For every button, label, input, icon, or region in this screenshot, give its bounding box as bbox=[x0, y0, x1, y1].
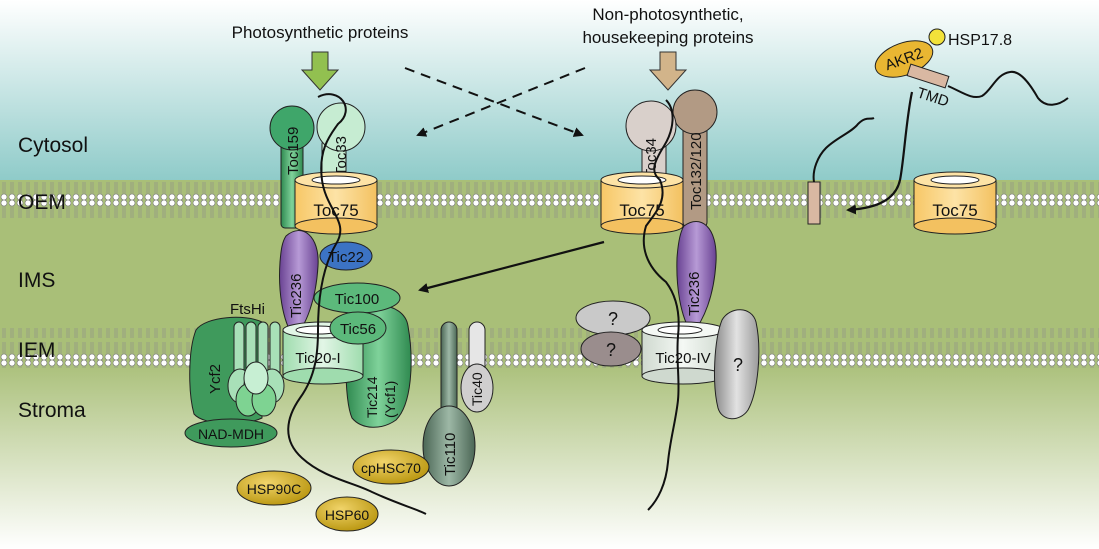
toc159-label: Toc159 bbox=[285, 127, 302, 175]
hsp60: HSP60 bbox=[315, 496, 379, 532]
unknown-1-label: ? bbox=[608, 309, 618, 329]
tic214-label-line1: Tic214 bbox=[364, 376, 380, 418]
label-ims: IMS bbox=[18, 269, 55, 292]
akr2: AKR2 bbox=[874, 40, 934, 78]
heading-nonphoto-line2: housekeeping proteins bbox=[582, 28, 753, 47]
toc75-middle: Toc75 bbox=[600, 171, 684, 235]
inserted-tmd-chain bbox=[812, 117, 875, 183]
inner-envelope-membrane bbox=[0, 328, 1099, 368]
cytosol-region bbox=[0, 0, 1099, 180]
nad-mdh: NAD-MDH bbox=[184, 418, 278, 448]
tic110: Tic110 bbox=[422, 321, 476, 487]
tic22-label: Tic22 bbox=[328, 249, 364, 266]
toc33-label: Toc33 bbox=[333, 136, 350, 176]
label-cytosol: Cytosol bbox=[18, 134, 88, 157]
cphsc70-label: cpHSC70 bbox=[361, 460, 421, 476]
unknown-protein-1: ? bbox=[575, 300, 651, 336]
hsp90c-label: HSP90C bbox=[247, 481, 301, 497]
label-oem: OEM bbox=[18, 191, 66, 214]
hsp178: HSP17.8 bbox=[928, 28, 1012, 49]
left-preprotein-chain bbox=[287, 93, 427, 515]
akr2-tail-chain bbox=[947, 70, 1069, 106]
inserted-tmd bbox=[807, 117, 875, 225]
tic100-label: Tic100 bbox=[335, 291, 379, 308]
unknown-protein-2: ? bbox=[580, 331, 642, 367]
stroma-region bbox=[0, 360, 1099, 549]
cphsc70: cpHSC70 bbox=[352, 449, 430, 485]
tic22: Tic22 bbox=[319, 241, 373, 271]
tan-arrow-icon bbox=[648, 51, 688, 91]
green-arrow-icon bbox=[300, 51, 340, 91]
heading-nonphoto-line1: Non-photosynthetic, bbox=[592, 5, 743, 24]
tic110-label: Tic110 bbox=[442, 433, 459, 476]
dashed-arrow-to-left bbox=[416, 67, 586, 137]
toc75-left: Toc75 bbox=[294, 171, 378, 235]
tic20-iv: Tic20-IV bbox=[641, 321, 725, 385]
toc75-left-label: Toc75 bbox=[313, 201, 358, 220]
hsp178-label: HSP17.8 bbox=[948, 32, 1012, 49]
hsp60-label: HSP60 bbox=[325, 507, 370, 523]
unknown-3-label: ? bbox=[733, 355, 743, 375]
unknown-2-label: ? bbox=[606, 340, 616, 360]
tic56-label: Tic56 bbox=[340, 321, 376, 338]
tic20-i-label: Tic20-I bbox=[295, 350, 340, 367]
tic236-left-label: Tic236 bbox=[288, 274, 305, 318]
toc34-label: Toc34 bbox=[643, 138, 660, 178]
tic20-iv-label: Tic20-IV bbox=[655, 350, 710, 367]
middle-preprotein-chain bbox=[642, 99, 680, 511]
dashed-arrow-to-right bbox=[404, 67, 584, 137]
toc75-right-label: Toc75 bbox=[932, 201, 977, 220]
label-stroma: Stroma bbox=[18, 399, 86, 422]
ftshi-label: FtsHi bbox=[230, 301, 265, 318]
arrow-to-left-tic bbox=[418, 240, 605, 293]
tic40: Tic40 bbox=[460, 321, 494, 413]
unknown-protein-3: ? bbox=[714, 309, 760, 420]
tic236-middle-label: Tic236 bbox=[686, 272, 703, 316]
ftshi: FtsHi bbox=[227, 301, 285, 417]
tic236-left: Tic236 bbox=[279, 230, 319, 339]
tic100: Tic100 bbox=[313, 282, 401, 314]
heading-photosynthetic: Photosynthetic proteins bbox=[232, 23, 409, 42]
tic214-label-line2: (Ycf1) bbox=[382, 381, 398, 418]
toc132-label: Toc132/120 bbox=[688, 132, 705, 210]
arrow-akr2-insertion bbox=[846, 91, 914, 215]
label-iem: IEM bbox=[18, 339, 55, 362]
tic56: Tic56 bbox=[329, 311, 387, 345]
toc75-right: Toc75 bbox=[913, 171, 997, 235]
nad-mdh-label: NAD-MDH bbox=[198, 426, 264, 442]
ycf2-label: Ycf2 bbox=[207, 364, 224, 394]
toc34: Toc34 bbox=[625, 100, 677, 183]
toc159: Toc159 bbox=[269, 105, 315, 229]
hsp90c: HSP90C bbox=[236, 470, 312, 506]
tic40-label: Tic40 bbox=[469, 372, 485, 406]
